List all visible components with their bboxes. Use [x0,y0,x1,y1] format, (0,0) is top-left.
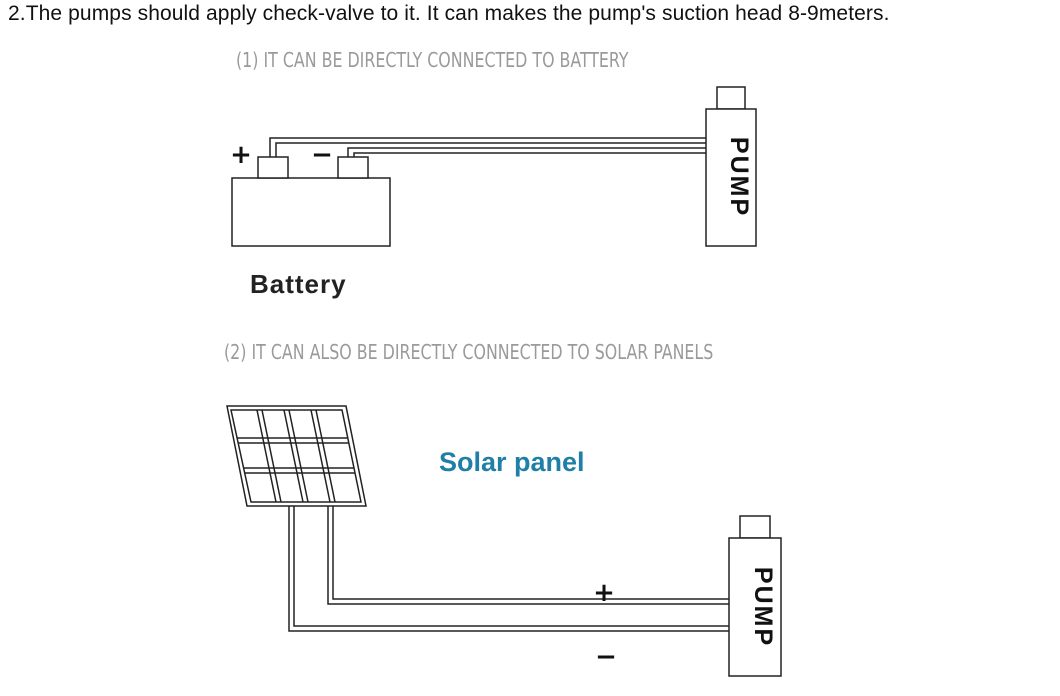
page-heading: 2.The pumps should apply check-valve to … [8,2,890,25]
solar-panel-column-divider [310,409,331,503]
battery-wires [269,137,706,157]
battery-positive-symbol: + [230,140,252,170]
pump-1 [705,86,757,247]
solar-panel-column-divider [261,409,282,503]
battery-positive-terminal [257,156,289,179]
solar-panel-column-divider [315,409,336,503]
solar-negative-wire-inner [293,506,729,627]
solar-panel [226,405,367,507]
battery-negative-wire-inner [353,152,706,157]
solar-panel-inner-frame [230,409,362,503]
pump-1-body [705,108,757,247]
battery-connection-caption: (1) IT CAN BE DIRECTLY CONNECTED TO BATT… [236,48,629,72]
battery-negative-symbol: − [311,140,333,170]
solar-panel-column-divider [256,409,277,503]
battery-positive-wire-outer [269,137,706,157]
pump-2-cap [739,515,771,539]
solar-positive-wire-outer [327,506,729,605]
solar-panel-label: Solar panel [439,447,585,477]
pump-2-body [728,537,782,677]
battery-negative-terminal [337,156,369,179]
battery-positive-wire-inner [275,142,706,157]
solar-panel-column-divider [283,409,304,503]
solar-negative-symbol: − [595,642,617,672]
battery-body [231,177,391,247]
solar-connection-caption: (2) IT CAN ALSO BE DIRECTLY CONNECTED TO… [224,340,714,364]
pump-1-cap [716,86,746,110]
solar-panel-column-divider [288,409,309,503]
pump-1-label: PUMP [725,137,753,217]
battery-negative-wire-outer [347,147,706,157]
solar-positive-wire-inner [332,506,729,600]
pump-2 [728,515,782,677]
pump-2-label: PUMP [749,567,777,647]
solar-positive-symbol: + [593,578,615,608]
solar-wires [288,506,729,632]
solar-negative-wire-outer [288,506,729,632]
battery-diagram [231,156,391,247]
battery-label: Battery [250,269,347,299]
